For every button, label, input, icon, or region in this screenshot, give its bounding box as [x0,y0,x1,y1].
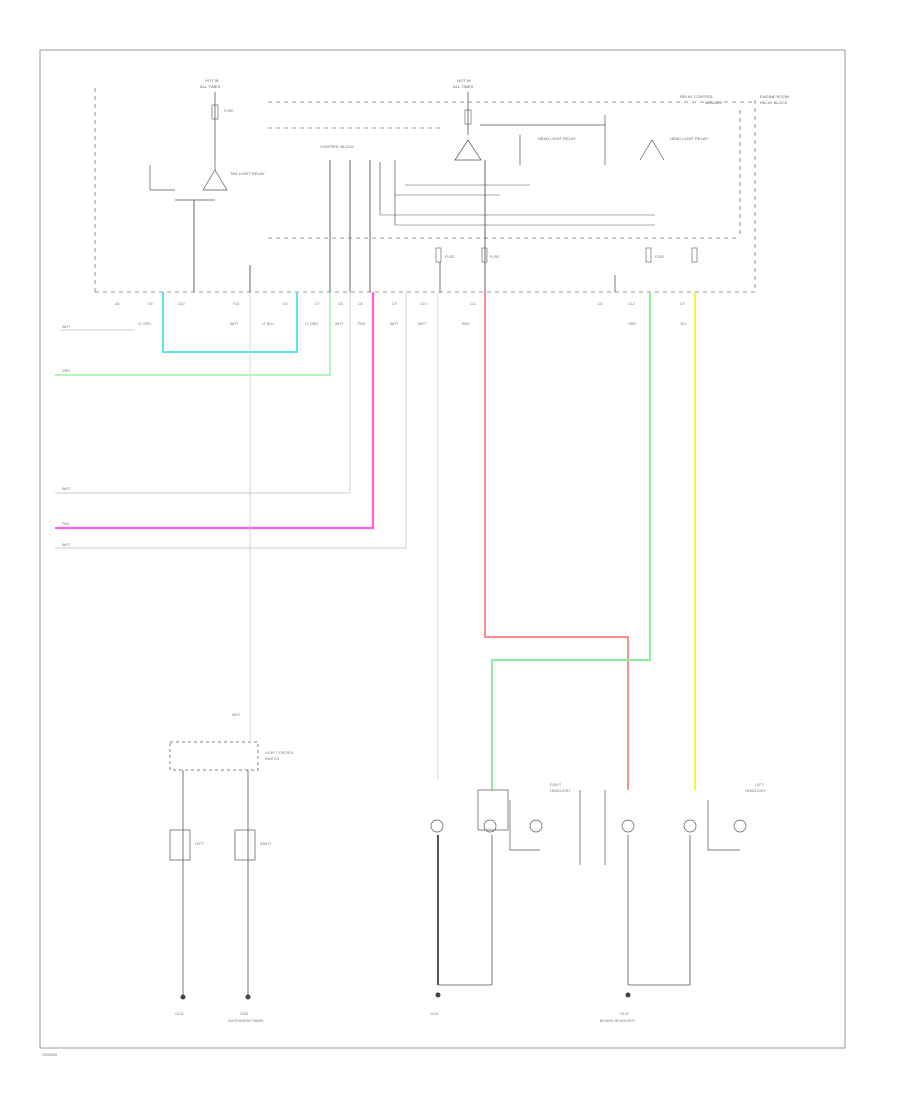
wire-green-top [55,292,331,376]
svg-text:FUSE: FUSE [445,255,455,259]
svg-text:SWITCH: SWITCH [265,757,280,761]
svg-text:WHT: WHT [62,543,71,547]
svg-text:INSTRUMENT PANEL: INSTRUMENT PANEL [228,1019,264,1023]
wire-red [484,292,629,790]
svg-text:LT GRN: LT GRN [138,322,151,326]
svg-text:BEHIND HEADLIGHT: BEHIND HEADLIGHT [600,1019,636,1023]
corner-code: GS00000 [42,1053,57,1057]
svg-text:C10: C10 [420,302,427,306]
svg-text:HOT IN: HOT IN [205,78,219,83]
svg-text:G101: G101 [430,1012,439,1016]
wire-codes: LT GRN WHT LT BLU LT GRN WHT PNK WHT WHT… [138,322,687,326]
svg-text:RIGHT: RIGHT [550,783,562,787]
svg-text:C9: C9 [392,302,397,306]
ground-icon [180,994,186,1000]
mid-relays: HEAD LIGHT RELAY HEAD LIGHT RELAY [379,92,708,292]
left-wire-labels: WHT GRN WHT PNK WHT [62,325,71,547]
svg-text:GRN: GRN [62,369,70,373]
svg-text:C11: C11 [470,302,476,306]
svg-text:RED: RED [462,322,470,326]
svg-text:RELAY CONTROL: RELAY CONTROL [680,94,714,99]
svg-text:TAIL LIGHT RELAY: TAIL LIGHT RELAY [230,171,265,176]
svg-text:FUSE: FUSE [224,109,234,113]
svg-text:WHT: WHT [62,487,71,491]
svg-text:HEADLIGHT: HEADLIGHT [745,789,766,793]
svg-text:WHT: WHT [62,325,71,329]
svg-text:HEAD LIGHT RELAY: HEAD LIGHT RELAY [538,136,576,141]
svg-text:WHT: WHT [418,322,427,326]
svg-text:ENGINE ROOM: ENGINE ROOM [760,94,789,99]
svg-text:G102: G102 [620,1012,629,1016]
svg-text:LEFT: LEFT [755,783,765,787]
svg-text:C3: C3 [680,302,685,306]
svg-text:C8: C8 [358,302,363,306]
hot-in-left: HOT IN ALL TIMES [200,78,221,89]
wire-cyan [162,292,298,353]
right-headlight: RIGHT HEADLIGHT [430,783,581,986]
diagram-frame [39,49,846,1049]
svg-text:LIGHT CONTROL: LIGHT CONTROL [265,751,294,755]
wires [55,292,696,790]
svg-text:RELAY BLOCK: RELAY BLOCK [760,100,788,105]
relay-box-label: RELAY CONTROL MODULE [680,94,722,105]
svg-text:HEAD LIGHT RELAY: HEAD LIGHT RELAY [670,136,708,141]
svg-text:LT BLU: LT BLU [262,322,274,326]
module-fuses: FUSE FUSE FUSE [435,247,698,263]
svg-text:F13: F13 [233,302,239,306]
svg-text:WHT: WHT [390,322,399,326]
ground-points: G101 G201 INSTRUMENT PANEL G101 G102 BEH… [175,992,636,1023]
svg-text:HOT IN: HOT IN [457,78,471,83]
svg-text:G101: G101 [175,1012,184,1016]
engine-room-label: ENGINE ROOM RELAY BLOCK [760,94,789,105]
svg-text:C7: C7 [315,302,320,306]
svg-text:PNK: PNK [358,322,366,326]
svg-text:LT GRN: LT GRN [305,322,318,326]
svg-text:WHT: WHT [230,322,239,326]
svg-text:G201: G201 [240,1012,249,1016]
svg-text:C12: C12 [628,302,635,306]
wire-magenta [55,292,375,530]
left-relay: TAIL LIGHT RELAY FUSE [149,92,265,292]
svg-text:D10: D10 [178,302,185,306]
svg-text:FUSE: FUSE [655,255,665,259]
left-headlight: LEFT HEADLIGHT [604,783,766,986]
svg-text:HEADLIGHT: HEADLIGHT [550,789,571,793]
wire-white-2 [55,292,351,494]
svg-text:WHT: WHT [232,713,241,717]
pin-labels: A5 C5 D10 F13 C4 C7 C6 C8 C9 C10 C11 D1 … [115,302,685,306]
svg-text:C6: C6 [338,302,343,306]
svg-text:ALL TIMES: ALL TIMES [453,84,474,89]
light-control-switch: WHT LIGHT CONTROL SWITCH LEFT RIGHT [169,713,294,995]
svg-text:C5: C5 [148,302,153,306]
svg-text:ALL TIMES: ALL TIMES [200,84,221,89]
svg-text:RIGHT: RIGHT [260,842,272,846]
svg-text:YEL: YEL [680,322,687,326]
wire-white-3 [55,292,407,549]
ground-icon [625,992,631,998]
relay-control-module [94,88,756,293]
svg-text:C4: C4 [283,302,288,306]
wire-green [491,292,651,790]
hot-in-mid: HOT IN ALL TIMES [453,78,474,89]
svg-text:A5: A5 [115,302,119,306]
svg-text:WHT: WHT [335,322,344,326]
control-block-wires [249,160,616,292]
control-block-label: CONTROL BLOCK [320,144,354,149]
svg-text:GRN: GRN [628,322,636,326]
svg-text:D1: D1 [598,302,603,306]
svg-text:LEFT: LEFT [195,842,205,846]
ground-icon [245,994,251,1000]
svg-text:FUSE: FUSE [490,255,500,259]
svg-text:PNK: PNK [62,522,70,526]
ground-icon [435,992,441,998]
svg-text:MODULE: MODULE [705,100,722,105]
